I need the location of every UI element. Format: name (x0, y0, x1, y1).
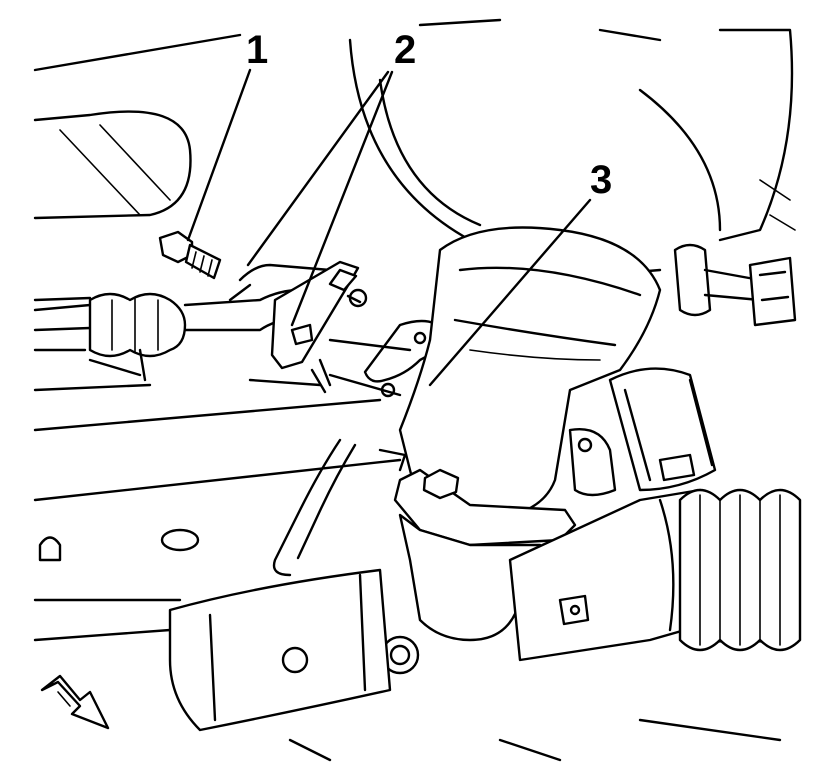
rack-bellows (678, 488, 802, 652)
callout-1-label: 1 (246, 28, 269, 72)
background-structure (33, 18, 796, 762)
steering-rack (168, 488, 722, 732)
leader-lines (186, 68, 592, 387)
hose-bracket (248, 260, 447, 398)
callout-2-label: 2 (394, 28, 417, 72)
callout-3-label: 3 (590, 158, 613, 202)
direction-arrow-icon (40, 674, 110, 730)
support-strap (272, 438, 407, 577)
right-side-components (568, 243, 797, 497)
shaft-boot (380, 226, 662, 675)
bolt (158, 230, 222, 280)
